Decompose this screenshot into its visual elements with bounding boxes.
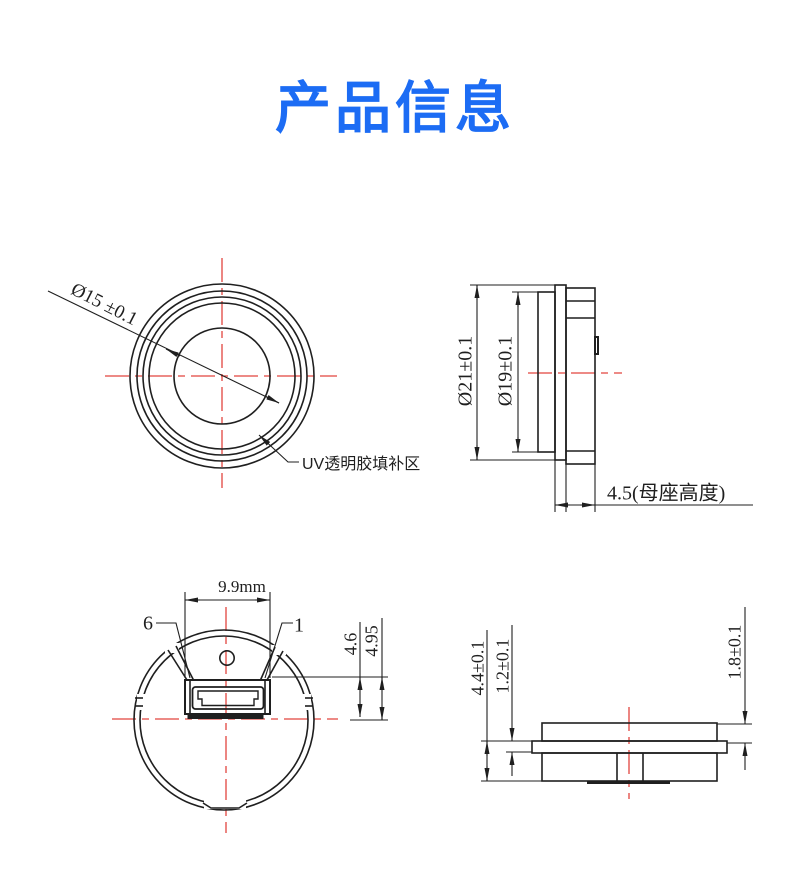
back-outer-circle [133, 629, 315, 811]
side-inner-diameter-label: Ø19±0.1 [494, 335, 517, 407]
socket-height-label: 4.5(母座高度) [607, 482, 726, 505]
side-socket [565, 287, 596, 465]
front-ring-2 [136, 290, 308, 462]
front-diameter-dimline [47, 290, 280, 404]
front-ring-4 [148, 302, 296, 450]
pin1-label: 1 [294, 614, 304, 637]
back-hole [219, 649, 236, 666]
front-inner-ring [173, 327, 271, 425]
profile-plate-thickness-label: 1.2±0.1 [492, 638, 513, 694]
front-ring-3 [142, 296, 302, 456]
front-diameter-arrow-1 [165, 348, 181, 358]
profile-socket-depth-label: 4.4±0.1 [467, 640, 488, 696]
uv-fill-zone-label: UV透明胶填补区 [302, 456, 421, 473]
side-outer-diameter-label: Ø21±0.1 [454, 335, 477, 407]
back-inner-circle [139, 635, 309, 805]
back-notches [135, 643, 313, 809]
pin6-label: 6 [143, 612, 153, 635]
uv-zone-leader [258, 434, 299, 463]
pin1-leader [264, 622, 293, 679]
profile-bottom-lip [587, 780, 670, 784]
page-title: 产品信息 [275, 76, 515, 140]
profile-view-linework [481, 607, 752, 799]
back-depth-label-1: 4.6 [340, 632, 361, 656]
pin6-leader [156, 622, 191, 679]
side-view-linework [470, 284, 753, 512]
usb-connector [184, 679, 271, 719]
profile-top-height-label: 1.8±0.1 [724, 624, 745, 680]
front-diameter-arrow-2 [264, 394, 280, 404]
back-width-label: 9.9mm [218, 577, 266, 596]
back-view-linework [112, 592, 388, 833]
side-body-left [537, 291, 556, 453]
front-outer-ring [129, 283, 315, 469]
side-socket-tab [594, 336, 599, 355]
front-view-linework [47, 258, 337, 488]
back-depth-label-2: 4.95 [361, 625, 382, 657]
connector-shield-bar [187, 713, 264, 719]
